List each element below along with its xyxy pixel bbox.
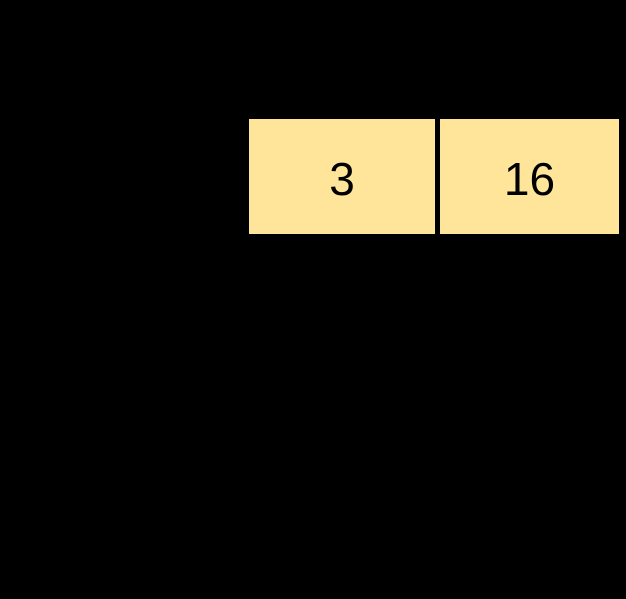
array-cell-2: 16 xyxy=(438,117,621,236)
array-cell-1-value: 3 xyxy=(329,152,355,205)
array-cell-2-value: 16 xyxy=(503,152,556,205)
array-cell-1: 3 xyxy=(247,117,437,236)
array-row: 3 16 xyxy=(247,117,621,236)
